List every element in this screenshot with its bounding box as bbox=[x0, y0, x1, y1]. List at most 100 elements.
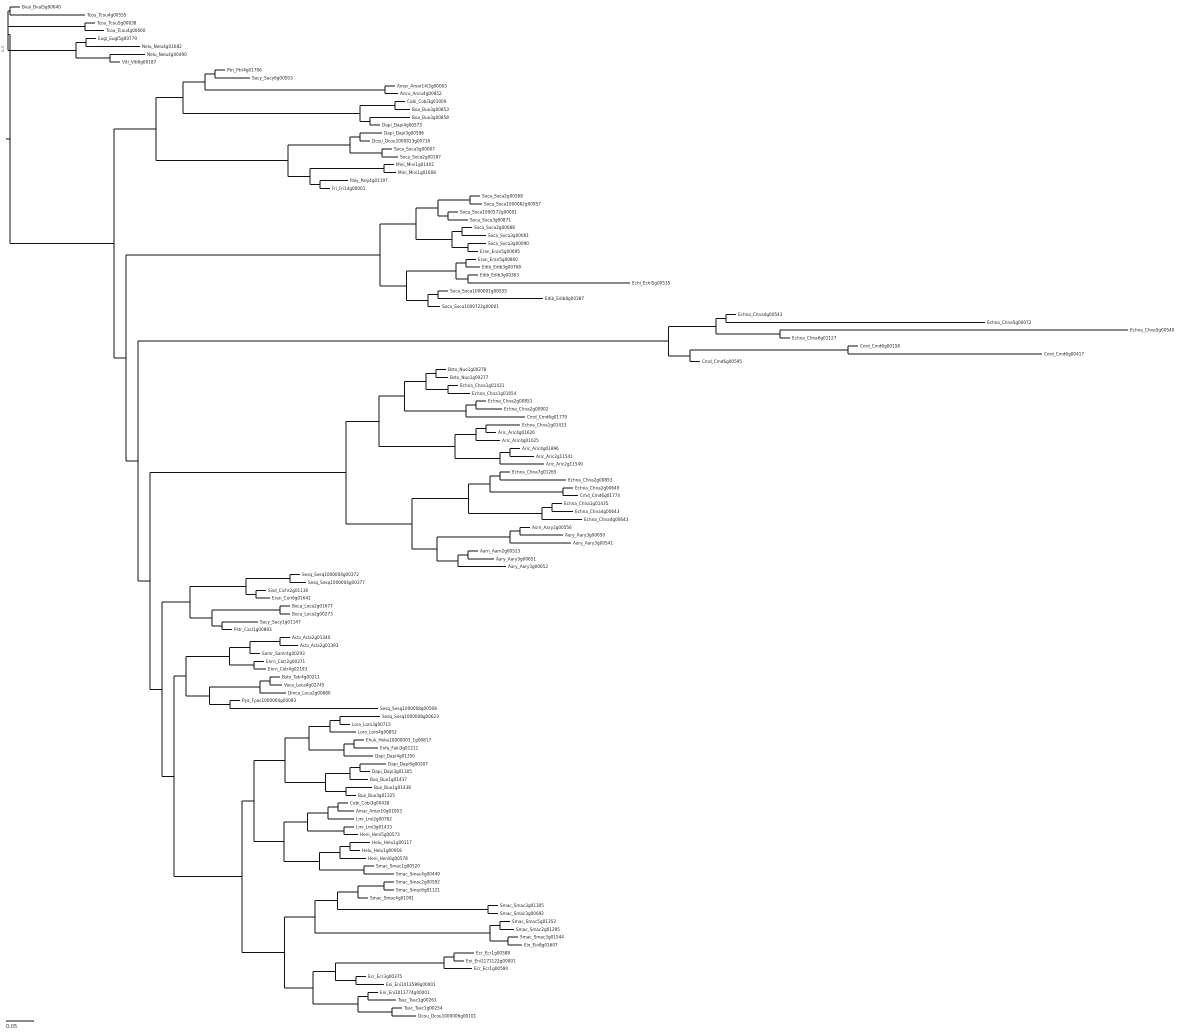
tip-label: Echna_Chna6g01127 bbox=[792, 336, 837, 341]
tip-label: Eran_Eran5g00695 bbox=[480, 249, 520, 254]
root-label: 0.3 bbox=[0, 45, 5, 52]
tip-label: Cobi_Cobi3g01009 bbox=[407, 99, 447, 104]
tip-label: Echna_Chna2g00853 bbox=[568, 477, 613, 482]
tip-labels: Bval_Bval5g00640Tcou_Tcou4g00555Tcou_Tco… bbox=[22, 5, 1175, 1019]
tip-label: Echna_Chna5g00072 bbox=[987, 320, 1032, 325]
tip-label: Amar_Amar10g01003 bbox=[356, 809, 402, 814]
tip-label: Echna_Chna2g00902 bbox=[504, 407, 549, 412]
tip-label: Ecr_Ecr3g00375 bbox=[368, 974, 402, 979]
tip-label: Sacy_Sacy1g01147 bbox=[260, 619, 301, 624]
tip-label: Soca_Soca3g00871 bbox=[470, 217, 511, 222]
tip-label: Ptri_Ptri4g01706 bbox=[227, 68, 262, 73]
tip-label: Soca_Soca1000062g00957 bbox=[484, 202, 541, 207]
tip-label: Smac_Smac3g01544 bbox=[520, 935, 564, 940]
tip-label: Sacy_Sacy6g00503 bbox=[252, 75, 293, 80]
tip-label: Aric_Aric2g11549 bbox=[546, 462, 583, 467]
tip-label: Soca_Soca1000722g00001 bbox=[442, 304, 499, 309]
tip-label: Ancu_Ancu4g00852 bbox=[400, 91, 442, 96]
tip-label: Enrn_Cotr4g02193 bbox=[268, 667, 308, 672]
tip-label: Cobi_Cobi3g00438 bbox=[350, 801, 390, 806]
tip-label: Aarn_Aarn2g00523 bbox=[480, 548, 521, 553]
tip-label: Nelu_Nelu4g01682 bbox=[142, 44, 182, 49]
tip-label: Paly_Paly4g01197 bbox=[350, 178, 388, 183]
tip-label: Heni_Heni6g00578 bbox=[368, 856, 408, 861]
tip-label: Smac_Smac5g01353 bbox=[512, 919, 556, 924]
tip-label: Asrn_Aary2g00556 bbox=[532, 525, 572, 530]
tip-label: Viti_Viti6g00187 bbox=[122, 60, 157, 65]
tip-label: Acla_Acla2g01340 bbox=[292, 635, 331, 640]
tip-label: Sesq_Sesq1000004g00372 bbox=[302, 572, 359, 577]
tip-label: Samr_Samr4g00293 bbox=[262, 651, 305, 656]
tip-label: Lmi_Lmi2g00782 bbox=[356, 816, 392, 821]
tip-label: Mini_Mini1g01608 bbox=[398, 170, 436, 175]
tip-label: Dmca_Loca2g00680 bbox=[288, 690, 331, 695]
tip-label: Bsto_Nuo1g00277 bbox=[450, 375, 489, 380]
tip-label: Edib_Edib3g00363 bbox=[480, 273, 519, 278]
tip-label: Cmd_Cmd6g00595 bbox=[702, 359, 742, 364]
tip-label: Heni_Heni5g00573 bbox=[360, 832, 400, 837]
tip-label: Aric_Aric2g11541 bbox=[536, 454, 573, 459]
tip-label: Echna_Chna4g00543 bbox=[738, 312, 783, 317]
tip-label: Eugl_Eugl5g00779 bbox=[98, 36, 137, 41]
tip-label: Tcou_Tcou4g00660 bbox=[105, 28, 146, 33]
tip-label: Bsto_Nuo1g00278 bbox=[448, 367, 487, 372]
tip-label: Tsac_Tsac1g00261 bbox=[397, 998, 437, 1003]
tip-label: Amar_Amar14/3g00003 bbox=[397, 83, 447, 88]
tip-label: Dapi_Dapi4g00573 bbox=[382, 123, 422, 128]
tip-label: Fri_Fri14g00001 bbox=[332, 186, 366, 191]
tip-label: Sesq_Sesq1000008g00623 bbox=[382, 714, 439, 719]
tip-label: Acla_Acla2g01393 bbox=[300, 643, 339, 648]
tip-label: Ein_Ein8g01607 bbox=[524, 943, 558, 948]
tip-label: Soca_Soca2g00187 bbox=[400, 154, 441, 159]
tip-label: Eni_Eni1013589g00001 bbox=[386, 982, 436, 987]
tip-label: Soca_Soca3g00090 bbox=[488, 241, 529, 246]
tip-label: Smac_Smac6g01121 bbox=[396, 887, 440, 892]
tip-label: Pya_Fpas1000004g00093 bbox=[242, 698, 296, 703]
scale-bar-label: 0.05 bbox=[6, 1024, 17, 1030]
tip-label: Dapi_Dapi6g00207 bbox=[388, 761, 428, 766]
tip-label: Echna_Chna5g00540 bbox=[1130, 328, 1175, 333]
tip-label: Enrn_Cotr2g00271 bbox=[266, 659, 306, 664]
tip-label: Echna_Chna2g00851 bbox=[488, 399, 533, 404]
tip-label: Eran_Eran5g00800 bbox=[478, 257, 518, 262]
tip-label: Edib_Edib3g00768 bbox=[482, 265, 521, 270]
tip-label: Vaca_Leca4g02745 bbox=[284, 682, 325, 687]
tip-label: Eran_Ceri6g01642 bbox=[272, 596, 311, 601]
tip-label: Ehuk_Heka10000003_1g00817 bbox=[366, 738, 432, 743]
tip-label: Smac_Smac4g01091 bbox=[370, 895, 414, 900]
tip-label: Buo_Buo3g00853 bbox=[412, 107, 449, 112]
tip-label: Soca_Soca2g00568 bbox=[482, 194, 523, 199]
tip-label: Dapi_Dapi3g00596 bbox=[384, 131, 424, 136]
tip-label: Echna_Chna1g01654 bbox=[472, 391, 517, 396]
tip-label: Soca_Soca2g00088 bbox=[474, 225, 515, 230]
tip-label: Aric_Aric4g01626 bbox=[498, 430, 535, 435]
tip-label: Nelu_Nelu4g00490 bbox=[147, 52, 187, 57]
tip-label: Buo_Buo1g01437 bbox=[370, 777, 407, 782]
tip-label: Loro_Loro3g00715 bbox=[352, 722, 391, 727]
tip-label: Ecr_Ecr1g00588 bbox=[476, 950, 510, 955]
tree-branches bbox=[6, 6, 1128, 1017]
tip-label: Cmd_Cmd6g01779 bbox=[527, 414, 567, 419]
tip-label: Aary_Aary3g00652 bbox=[508, 564, 548, 569]
tip-label: Aric_Aric4g01025 bbox=[502, 438, 539, 443]
tip-label: Loro_Loro4g00852 bbox=[358, 730, 397, 735]
tip-label: Eni_Eni1171122g00001 bbox=[466, 958, 516, 963]
tip-label: Buo_Buo3g01325 bbox=[358, 793, 395, 798]
tip-label: Aary_Aary3g00650 bbox=[565, 533, 605, 538]
tip-label: Aary_Aary3g00651 bbox=[496, 556, 536, 561]
tip-label: Boca_Loca2g01677 bbox=[292, 604, 333, 609]
tip-label: Tcou_Tcou4g00555 bbox=[86, 12, 127, 17]
tip-label: Tsac_Tsac1g00254 bbox=[403, 1006, 443, 1011]
tip-label: Echna_Chna4g00643 bbox=[584, 517, 629, 522]
tip-label: Buo_Buo1g01438 bbox=[374, 785, 411, 790]
tip-label: Buo_Buo3g00858 bbox=[412, 115, 449, 120]
tip-label: Sesq_Sesq1000008g00508 bbox=[380, 706, 437, 711]
tip-label: Cmd_Cmd6g00417 bbox=[1044, 351, 1084, 356]
tip-label: Bsto_Tatr4g00211 bbox=[282, 675, 320, 680]
tip-label: Smac_Smac1g00520 bbox=[376, 864, 420, 869]
tip-label: Smac_Smac3g01305 bbox=[500, 903, 544, 908]
tip-label: Pstr_Cacl1g00893 bbox=[234, 627, 272, 632]
tip-label: Dapi_Dapi3g01305 bbox=[372, 769, 412, 774]
tip-label: Smac_Smac2g00592 bbox=[396, 879, 440, 884]
